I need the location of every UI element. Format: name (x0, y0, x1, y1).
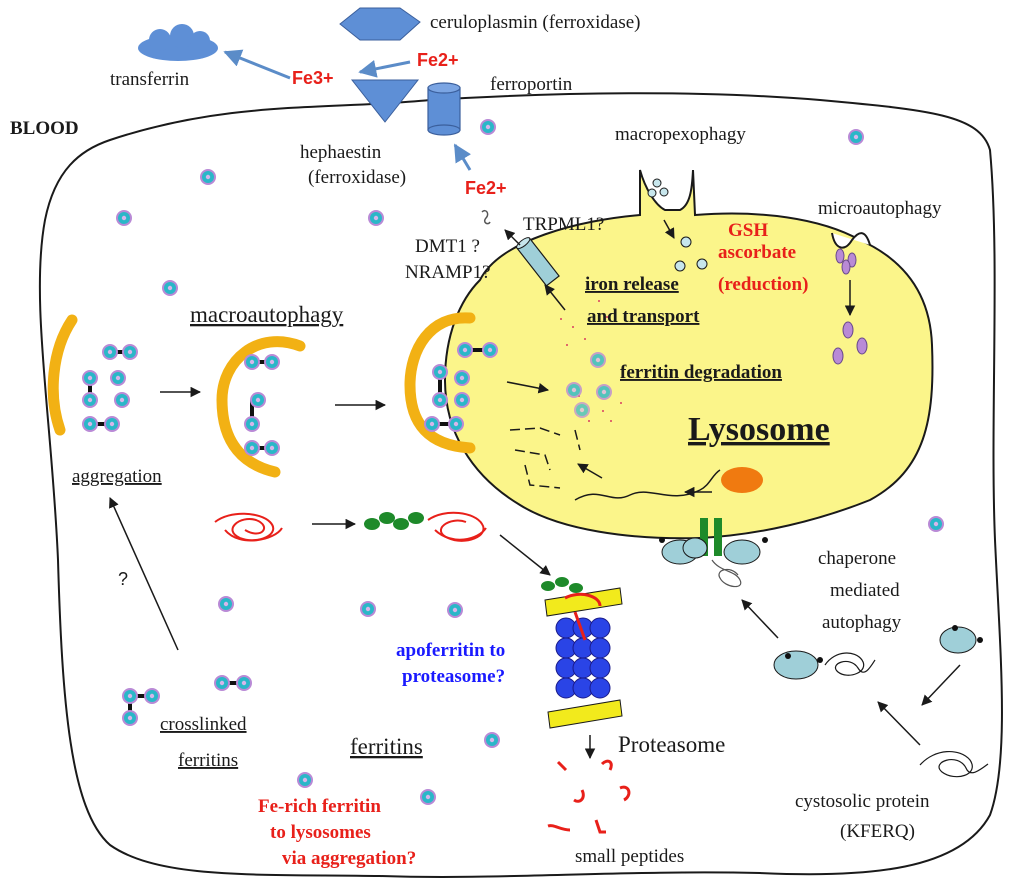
arrow-fe2-to-fe3 (358, 59, 411, 78)
crosslinked-label-2: ferritins (178, 750, 238, 771)
ferritin-degradation-label: ferritin degradation (620, 362, 782, 383)
fe-rich-label-3: via aggregation? (282, 848, 416, 869)
question-label: ? (118, 569, 128, 589)
ferroportin-label: ferroportin (490, 74, 573, 95)
transferrin-cloud (138, 24, 218, 61)
arrow-to-fragments (577, 463, 603, 479)
microautophagy-vesicles (832, 248, 868, 365)
blood-label: BLOOD (10, 118, 79, 139)
small-peptides-shapes (547, 759, 631, 834)
ceruloplasmin-shape (339, 7, 421, 41)
crosslinked-ferritins-shapes (122, 675, 252, 726)
proteasome-complex (541, 577, 623, 729)
proteasome-label: Proteasome (618, 732, 725, 757)
crosslinked-label-1: crosslinked (160, 714, 247, 735)
macropexophagy-vesicles (647, 178, 708, 272)
hephaestin-sub-label: (ferroxidase) (308, 167, 406, 188)
cytosolic-protein-shape (919, 751, 989, 778)
fe2-mid-label: Fe2+ (465, 178, 507, 198)
microautophagy-invagination (831, 232, 871, 249)
iron-dots (560, 300, 622, 422)
hephaestin-shape (350, 79, 420, 123)
ceruloplasmin-label: ceruloplasmin (ferroxidase) (430, 12, 641, 33)
lysosome-label: Lysosome (688, 411, 830, 448)
small-peptides-label: small peptides (575, 846, 684, 867)
gsh-label: GSH (728, 220, 768, 241)
arrow-hsc-down (921, 664, 961, 706)
dmt1-label: DMT1 ? (415, 236, 480, 257)
lysosome-body (443, 169, 934, 540)
iron-release-label: iron release (585, 274, 679, 295)
phagophore-middle (216, 336, 306, 478)
ferroportin-shape (427, 82, 461, 136)
trpml1-channel (516, 237, 560, 287)
arrow-pexophagy (663, 219, 675, 239)
cytosolic-label-1: cystosolic protein (795, 791, 930, 812)
fe-rich-label-1: Fe-rich ferritin (258, 796, 381, 817)
arrow-fe2-up (453, 143, 472, 171)
microautophagy-label: microautophagy (818, 198, 942, 219)
orange-protein (721, 467, 763, 493)
red-protein-left (214, 512, 283, 542)
reduction-label: (reduction) (718, 274, 808, 295)
arrow-cma-up (741, 599, 779, 639)
arrow-into-lysosome (506, 381, 550, 394)
ferritin-cluster-right (424, 342, 498, 432)
arrow-channel-out (504, 229, 521, 246)
chaperone-label-1: chaperone (818, 548, 896, 569)
released-iron-squiggle (481, 209, 491, 225)
ubiquitin-chain-mid (364, 512, 424, 530)
red-protein-mid (427, 511, 487, 542)
hsc70-free (939, 625, 983, 654)
and-transport-label: and transport (587, 306, 700, 327)
arrow-fe3-to-transferrin (223, 49, 291, 80)
fe2-top-label: Fe2+ (417, 50, 459, 70)
ascorbate-label: ascorbate (718, 242, 796, 263)
chaperone-label-2: mediated (830, 580, 900, 601)
arrow-to-proteasome (499, 534, 551, 576)
ferritin-cluster-left (82, 344, 138, 432)
fe3-label: Fe3+ (292, 68, 334, 88)
fe-rich-label-2: to lysosomes (270, 822, 371, 843)
lamp2a-receptor (659, 518, 768, 588)
unfolding-protein (574, 469, 721, 501)
macroautophagy-label: macroautophagy (190, 302, 344, 327)
phagophore-left (47, 314, 78, 436)
apoferritin-label-2: proteasome? (402, 666, 505, 687)
phagophore-right (404, 312, 476, 454)
nramp1-label: NRAMP1? (405, 262, 491, 283)
macropexophagy-label: macropexophagy (615, 124, 746, 145)
trpml1-label: TRPML1? (523, 214, 604, 235)
apoferritin-label-1: apoferritin to (396, 640, 505, 661)
arrow-iron-release (544, 284, 566, 311)
chaperone-label-3: autophagy (822, 612, 902, 633)
hsc70-complex (773, 650, 876, 680)
ferritins-label: ferritins (350, 734, 423, 759)
arrow-to-aggregation (109, 497, 179, 651)
aggregation-label: aggregation (72, 466, 162, 487)
hephaestin-label: hephaestin (300, 142, 382, 163)
ferritin-cluster-middle (244, 354, 280, 456)
transferrin-label: transferrin (110, 69, 190, 90)
cytosolic-label-2: (KFERQ) (840, 821, 915, 842)
protein-fragments (509, 427, 581, 489)
arrow-cytosolic-up (877, 701, 921, 746)
